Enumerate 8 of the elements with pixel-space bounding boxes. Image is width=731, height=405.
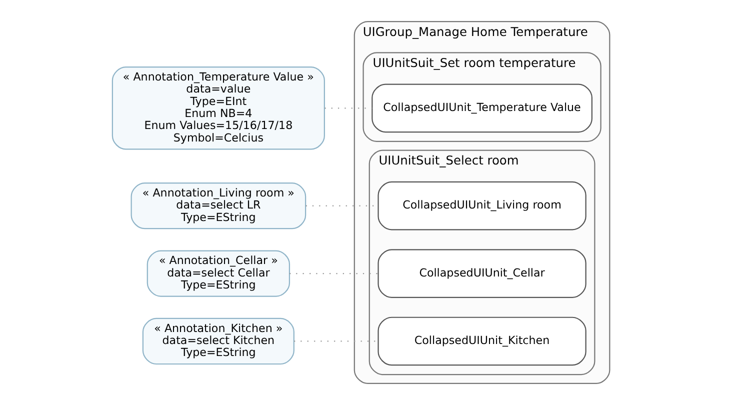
node-box: « Annotation_Temperature Value » data=value Type=EInt Enum NB=4 Enum Values=15/16/17/18 Symbol=Celcius bbox=[112, 66, 325, 150]
node-box: CollapsedUIUnit_Kitchen bbox=[378, 316, 586, 366]
node-box: CollapsedUIUnit_Temperature Value bbox=[372, 84, 592, 133]
node-box: CollapsedUIUnit_Cellar bbox=[378, 249, 586, 298]
node-box: CollapsedUIUnit_Living room bbox=[378, 181, 586, 230]
node-box: « Annotation_Living room » data=select LR Type=EString bbox=[130, 182, 306, 230]
node-box: « Annotation_Kitchen » data=select Kitchen Type=EString bbox=[142, 318, 294, 365]
node-box: « Annotation_Cellar » data=select Cellar Type=EString bbox=[146, 250, 290, 297]
